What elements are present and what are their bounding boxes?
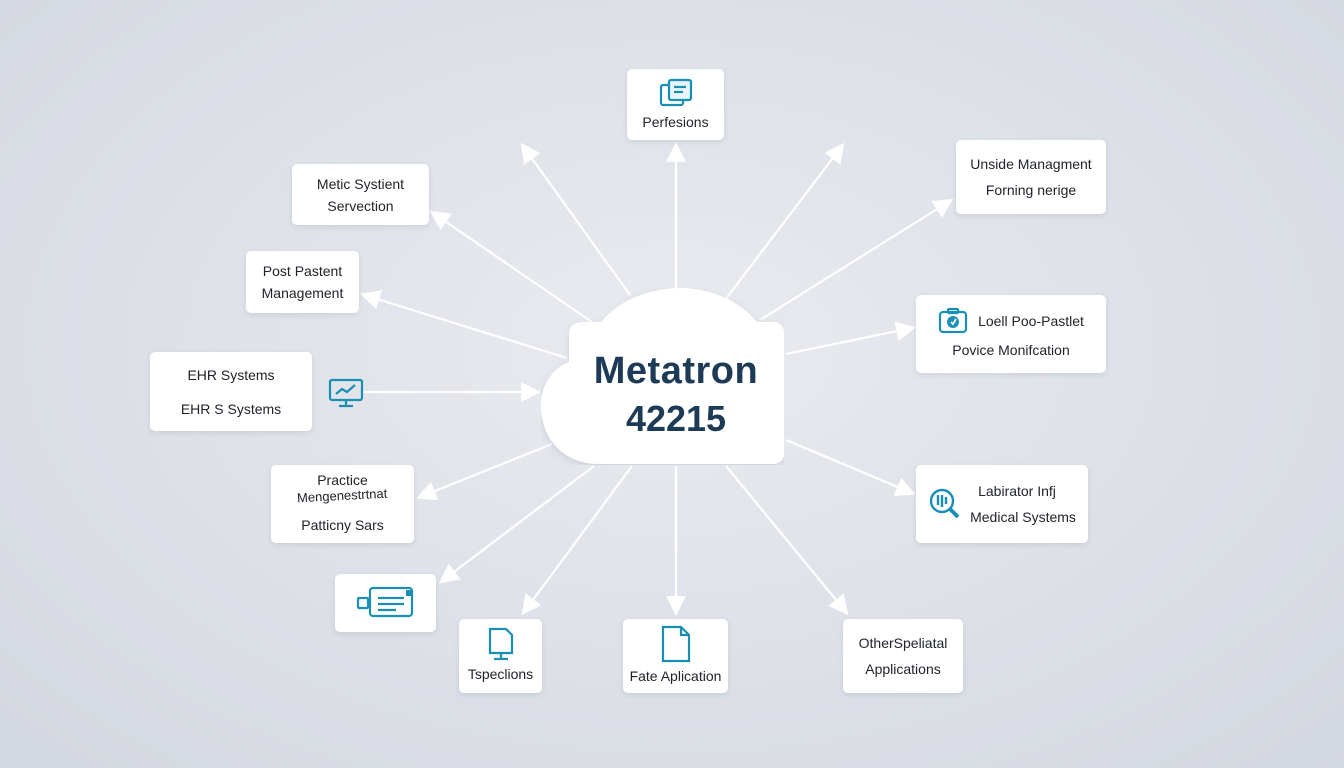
device-monitor-icon — [938, 307, 968, 334]
node-label: Fate Aplication — [629, 668, 722, 684]
node-practice[interactable]: Practice Mengenestrtnat Patticny Sars — [271, 465, 414, 543]
node-post-patient[interactable]: Post Pastent Management — [246, 251, 359, 313]
node-label-line2: EHR S Systems — [180, 400, 282, 417]
hub-title: Metatron — [593, 350, 759, 392]
document-stack-icon — [659, 78, 692, 106]
node-label: Perfesions — [642, 113, 709, 130]
node-tspections[interactable]: Tspeclions — [459, 619, 542, 693]
node-label-line1: Metic Systient — [316, 175, 405, 192]
node-other[interactable]: OtherSpeliatal Applications — [843, 619, 963, 693]
node-perfesions[interactable]: Perfesions — [627, 69, 724, 140]
monitor-document-icon — [488, 627, 513, 661]
arrow-to-metic — [429, 210, 593, 323]
node-label-line2: Management — [261, 285, 344, 301]
arrow-to-loell — [785, 321, 916, 356]
node-label-line1: OtherSpeliatal — [858, 635, 948, 651]
arrow-to-unside — [759, 198, 954, 321]
arrow-to-lab — [785, 438, 916, 496]
hub-subtitle: 42215 — [625, 398, 727, 439]
lab-search-icon — [929, 488, 960, 519]
arrow-to-practice — [416, 442, 553, 501]
arrow-to-card — [438, 465, 595, 584]
node-label-line2: Medical Systems — [970, 509, 1076, 525]
node-label: Tspeclions — [467, 666, 534, 682]
node-label-line1: Unside Managment — [970, 156, 1092, 172]
node-label-line2: Forning nerige — [985, 182, 1077, 198]
arrow-up-left — [520, 142, 631, 296]
arrow-to-post-patient — [360, 290, 568, 360]
node-fate[interactable]: Fate Aplication — [623, 619, 728, 693]
node-label-line2: Mengenestrtnat — [296, 485, 388, 506]
node-label-line1: EHR Systems — [187, 366, 275, 383]
node-metic[interactable]: Metic Systient Servection — [292, 164, 429, 225]
arrow-to-tspections — [521, 465, 633, 616]
node-label-line1: Loell Poo-Pastlet — [978, 313, 1084, 329]
node-loell[interactable]: Loell Poo-Pastlet Povice Monifcation — [916, 295, 1106, 373]
node-label-line1: Practice — [317, 472, 368, 488]
node-label-line2: Applications — [865, 661, 941, 677]
node-label-line2: Servection — [327, 197, 394, 214]
monitor-chart-icon — [328, 378, 364, 408]
node-label-line3: Patticny Sars — [301, 517, 384, 533]
cloud-shape — [541, 288, 784, 464]
node-label-line1: Post Pastent — [262, 263, 343, 279]
metatron-hub: Metatron 42215 — [541, 288, 784, 465]
node-label-line2: Povice Monifcation — [952, 342, 1070, 358]
node-lab[interactable]: Labirator Infj Medical Systems — [916, 465, 1088, 543]
node-credit-card[interactable] — [335, 574, 436, 632]
node-unside[interactable]: Unside Managment Forning nerige — [956, 140, 1106, 214]
credit-card-icon — [356, 586, 413, 618]
node-label-line1: Labirator Infj — [978, 483, 1056, 499]
node-ehr[interactable]: EHR Systems EHR S Systems — [150, 352, 312, 431]
arrow-up-right — [724, 142, 845, 301]
file-icon — [661, 625, 690, 663]
arrow-to-other — [725, 465, 849, 616]
